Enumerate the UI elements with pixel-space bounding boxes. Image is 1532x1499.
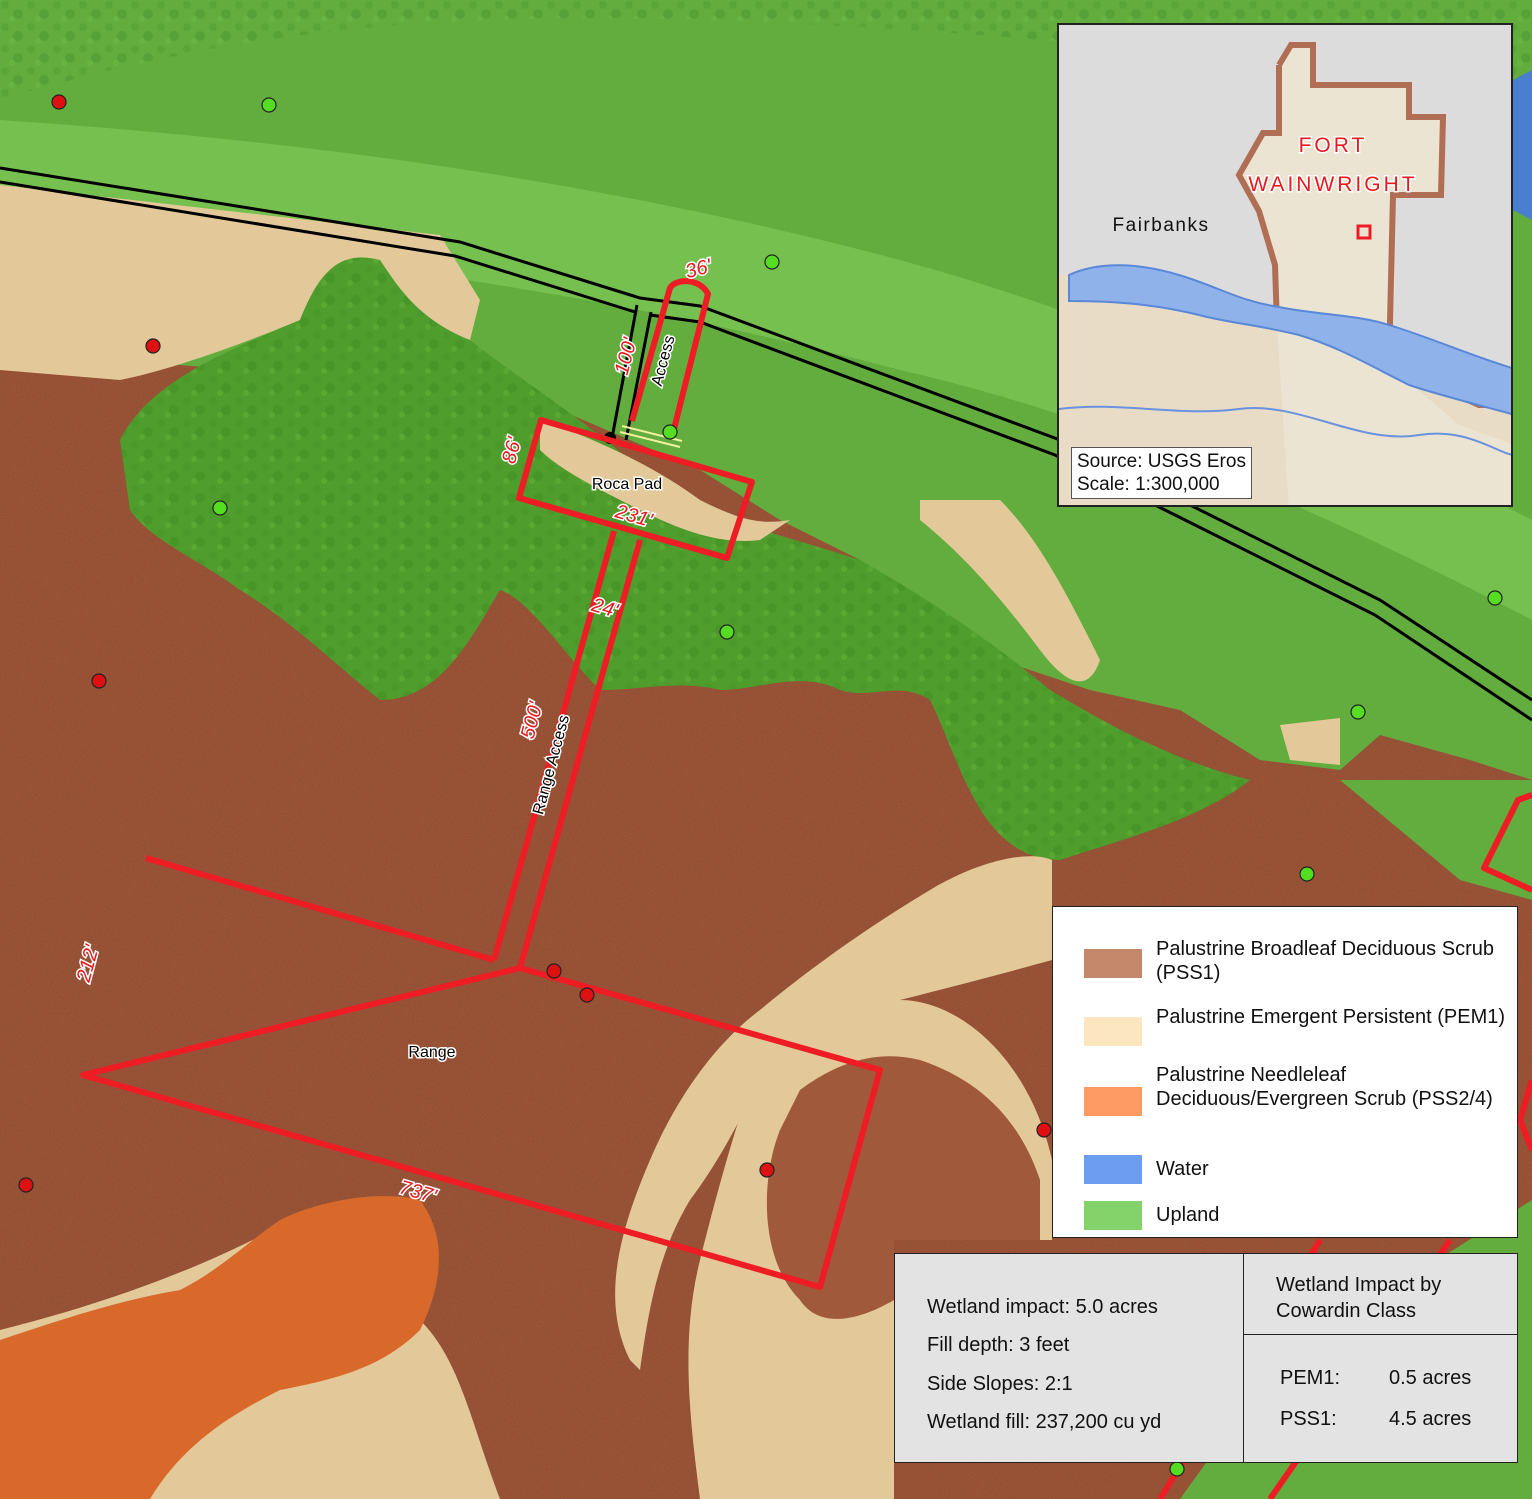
inset-fort-label-1: FORT — [1299, 134, 1368, 157]
stat-fill-depth: Fill depth: 3 feet — [927, 1334, 1070, 1356]
inset-map: Fairbanks FORT WAINWRIGHT Source: USGS E… — [1057, 23, 1513, 507]
impact-class-header: Wetland Impact by Cowardin Class — [1244, 1254, 1517, 1335]
inset-source-box: Source: USGS Eros Scale: 1:300,000 — [1071, 447, 1252, 499]
pem1-small-east — [1280, 718, 1340, 765]
inset-map-drawing: Fairbanks FORT WAINWRIGHT — [1059, 25, 1511, 505]
range-access-outline — [491, 530, 617, 961]
east-footprint — [1481, 792, 1532, 893]
range-access-outline-b — [517, 539, 643, 969]
inset-fort-area — [1239, 45, 1511, 505]
stat-wetland-fill: Wetland fill: 237,200 cu yd — [927, 1411, 1162, 1433]
east-footprint-b — [1517, 1079, 1532, 1152]
legend-swatch-pss24 — [1084, 1087, 1142, 1116]
inset-scale: Scale: 1:300,000 — [1077, 474, 1220, 495]
upland-point — [1487, 590, 1503, 606]
access-outline — [629, 278, 711, 430]
impact-summary-table: Wetland impact: 5.0 acres Fill depth: 3 … — [894, 1253, 1518, 1463]
upland-point — [1169, 1461, 1185, 1477]
inset-city-label: Fairbanks — [1113, 215, 1210, 236]
inset-river — [1068, 264, 1511, 415]
inset-fort-label-2: WAINWRIGHT — [1248, 173, 1417, 196]
stat-side-slopes: Side Slopes: 2:1 — [927, 1373, 1073, 1395]
class-value-pss1: 4.5 acres — [1389, 1408, 1472, 1430]
pem1-central — [615, 856, 1052, 1370]
legend: Palustrine Broadleaf Deciduous Scrub (PS… — [1052, 906, 1518, 1238]
impact-summary-left: Wetland impact: 5.0 acres Fill depth: 3 … — [895, 1254, 1244, 1462]
upland-point — [764, 254, 780, 270]
inset-fort-boundary-west — [1235, 65, 1282, 326]
upland-point — [1299, 866, 1315, 882]
roca-pad-outline — [516, 417, 755, 561]
pss24-area — [0, 1196, 439, 1499]
upland-point — [719, 624, 735, 640]
wetland-point — [91, 673, 107, 689]
range-outline — [80, 855, 883, 1290]
sample-points — [18, 94, 1503, 1477]
class-value-pem1: 0.5 acres — [1389, 1367, 1472, 1389]
wetland-point — [579, 987, 595, 1003]
water-edge — [1513, 70, 1532, 220]
legend-label-pss24: Palustrine Needleleaf Deciduous/Evergree… — [1156, 1064, 1493, 1110]
wetland-point — [1036, 1122, 1052, 1138]
upland-point — [662, 424, 678, 440]
inset-source: Source: USGS Eros — [1077, 451, 1246, 472]
range-label: Range — [408, 1044, 455, 1061]
legend-label-pss1: Palustrine Broadleaf Deciduous Scrub (PS… — [1156, 938, 1494, 984]
inset-stream — [1059, 405, 1511, 456]
legend-swatch-upland — [1084, 1201, 1142, 1230]
pss1-southeast-lobe — [766, 1056, 1040, 1319]
wetland-point — [51, 94, 67, 110]
legend-label-upland: Upland — [1156, 1204, 1220, 1226]
stat-wetland-impact: Wetland impact: 5.0 acres — [927, 1296, 1158, 1318]
legend-label-pem1: Palustrine Emergent Persistent (PEM1) — [1156, 1006, 1506, 1028]
legend-swatch-water — [1084, 1155, 1142, 1184]
legend-swatch-pem1 — [1084, 1017, 1142, 1046]
legend-label-water: Water — [1156, 1158, 1209, 1180]
pem1-northwest — [0, 185, 480, 380]
roca-pad-label: Roca Pad — [592, 476, 662, 493]
upland-point — [1350, 704, 1366, 720]
inset-site-marker — [1356, 224, 1372, 240]
wetland-point — [18, 1177, 34, 1193]
class-name-pss1: PSS1: — [1280, 1408, 1337, 1430]
upland-point — [261, 97, 277, 113]
class-name-pem1: PEM1: — [1280, 1367, 1341, 1389]
pem1-east-strip — [920, 500, 1100, 682]
impact-class-heading: Wetland Impact by Cowardin Class — [1276, 1274, 1442, 1322]
legend-swatch-pss1 — [1084, 949, 1142, 978]
wetland-point — [759, 1162, 775, 1178]
upland-point — [212, 500, 228, 516]
wetland-point — [546, 963, 562, 979]
pem1-pad-strip — [540, 420, 790, 541]
wetland-point — [145, 338, 161, 354]
